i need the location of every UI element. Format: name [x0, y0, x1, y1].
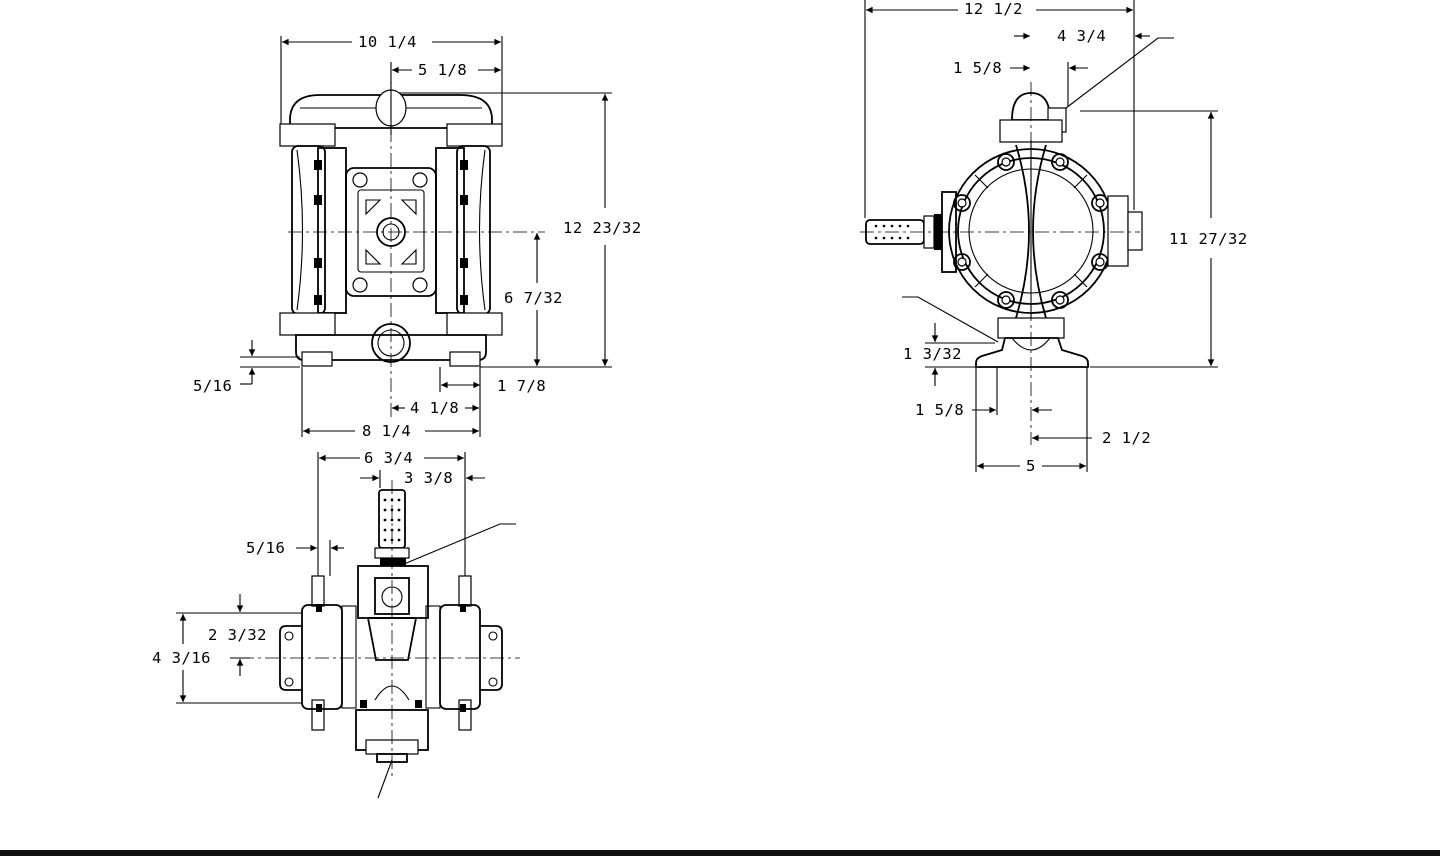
top-center-block — [357, 565, 429, 619]
front-right-housing — [435, 147, 465, 314]
top-left-cap — [279, 625, 302, 691]
side-base-width-label: 5 — [1026, 457, 1036, 475]
bottom-border-bar — [0, 850, 1440, 856]
top-flange-thickness-label: 5/16 — [246, 539, 285, 557]
side-center-to-edge-label: 2 1/2 — [1102, 429, 1151, 447]
side-base-offset-label: 1 5/8 — [915, 401, 964, 419]
top-inner-depth-label: 2 3/32 — [208, 626, 267, 644]
side-port-to-edge-label: 4 3/4 — [1057, 27, 1106, 45]
top-muffler-offset-label: 3 3/8 — [404, 469, 453, 487]
front-right-foot — [449, 351, 481, 367]
side-housing-bolts — [953, 153, 1109, 309]
front-foot-offset-label: 1 7/8 — [497, 377, 546, 395]
front-center-height-label: 6 7/32 — [504, 289, 563, 307]
front-center-to-foot-label: 4 1/8 — [410, 399, 459, 417]
front-overall-height-label: 12 23/32 — [563, 219, 642, 237]
top-right-housing — [439, 604, 481, 710]
front-left-housing — [317, 147, 347, 314]
side-port-offset-label: 1 5/8 — [953, 59, 1002, 77]
front-foot-span-label: 8 1/4 — [362, 422, 411, 440]
top-left-housing — [301, 604, 343, 710]
top-overall-width-label: 6 3/4 — [364, 449, 413, 467]
front-overall-width-label: 10 1/4 — [358, 33, 417, 51]
side-view: 12 1/2 4 3/4 1 5/8 11 27/32 1 3/32 1 5/8… — [860, 0, 1248, 475]
front-left-chamber — [291, 145, 326, 315]
top-view: 6 3/4 3 3/8 5/16 2 3/32 4 3/16 — [152, 449, 520, 799]
front-view: 10 1/4 5 1/8 12 23/32 6 7/32 5/16 1 7/8 … — [193, 33, 642, 440]
side-base — [975, 337, 1089, 368]
side-overall-width-label: 12 1/2 — [964, 0, 1023, 18]
front-top-manifold — [289, 94, 493, 129]
side-base-height-label: 1 3/32 — [903, 345, 962, 363]
top-overall-depth-label: 4 3/16 — [152, 649, 211, 667]
front-port-offset-label: 5 1/8 — [418, 61, 467, 79]
front-left-foot — [301, 351, 333, 367]
front-right-chamber — [456, 145, 491, 315]
front-foot-height-label: 5/16 — [193, 377, 232, 395]
side-overall-height-label: 11 27/32 — [1169, 230, 1248, 248]
